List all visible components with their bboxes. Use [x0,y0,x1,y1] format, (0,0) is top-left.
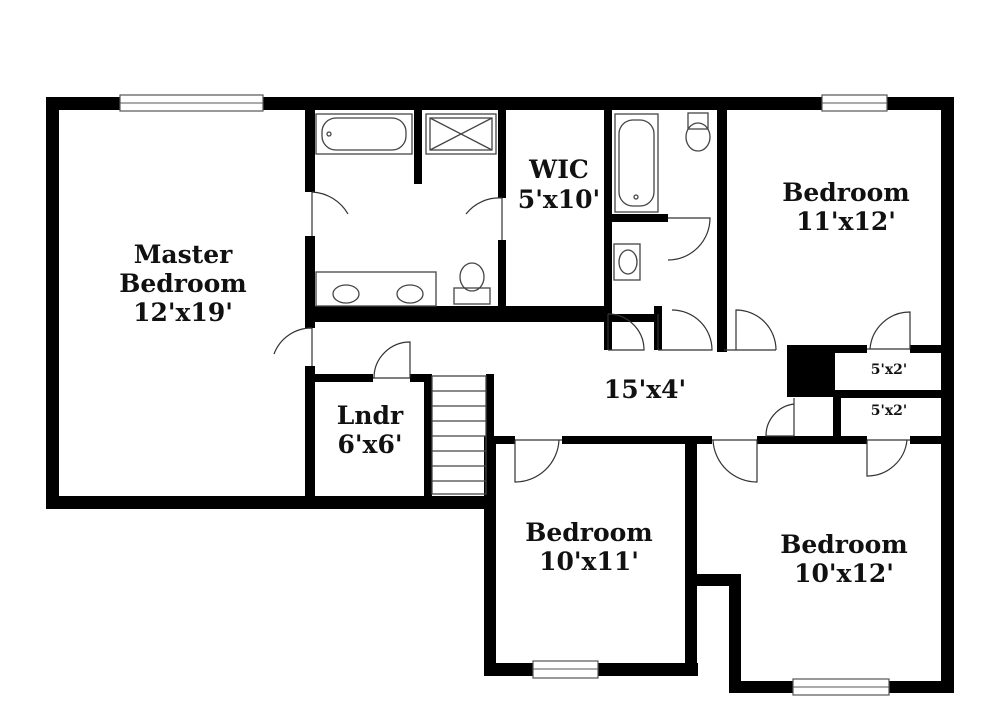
closet-top-wall-right [910,345,941,353]
master-size: 12'x19' [133,298,233,327]
windows [119,94,890,696]
exterior-walls [46,97,954,693]
bath-divider-low [498,240,506,312]
stairs-right-wall [486,374,494,442]
right-exterior-wall [941,97,954,693]
master-toilet [453,262,491,305]
door-master-hall [273,327,313,366]
master-right-wall-top [305,110,315,192]
notch-left-wall [685,436,697,676]
wic-right-wall [604,110,612,350]
door-bedroom-sc [514,439,562,483]
closet-block [787,345,835,397]
laundry-name: Lndr [337,401,404,430]
room-labels: Master Bedroom 12'x19' WIC 5'x10' Bedroo… [119,155,910,588]
bedroom-ne-left-wall [717,110,727,352]
master-shower [425,113,497,155]
door-closet-lower [866,439,910,477]
door-closet-upper [867,311,911,350]
master-name-line1: Master [134,240,233,269]
bedroom-ne-size: 11'x12' [796,207,896,236]
bath-bottom-wall [305,306,610,314]
bedroom-se-name: Bedroom [780,530,908,559]
window-master [119,94,264,112]
master-name-line2: Bedroom [119,269,247,298]
bath-stub-wall [414,110,422,184]
master-right-wall-low [305,366,315,502]
hall-toilet [685,112,711,152]
closet-lower-bottom-wall [910,436,941,444]
hall-size: 15'x4' [604,375,686,404]
hall-bath-divider [612,214,668,222]
notch-right-wall [729,574,741,693]
door-bedroom-se [712,439,758,483]
top-exterior-wall [46,97,954,110]
closet-top-wall [835,345,867,353]
wic-size: 5'x10' [518,185,600,214]
door-bath-wic [465,197,503,240]
interior-walls [305,110,941,502]
closet-lower-size: 5'x2' [871,403,907,419]
door-hall-bath-2 [657,309,713,351]
laundry-top-wall-right [410,374,430,382]
hall-top-wall [305,314,661,322]
hall-bathtub [614,113,659,213]
wic-name: WIC [528,155,589,184]
bedroom-sc-size: 10'x11' [539,547,639,576]
door-hall-bath [667,217,711,261]
hall-sink [613,243,641,281]
door-bedroom-ne [724,309,777,351]
staircase [431,375,487,495]
bath-divider-top [498,110,506,198]
closet-divider-wall [835,390,941,398]
master-right-wall-mid [305,236,315,328]
door-linen [765,398,795,437]
master-bottom-wall [46,496,490,509]
bedroom-ne-name: Bedroom [782,178,910,207]
hall-bottom-wall-3 [757,436,867,444]
doors [273,191,911,483]
bedroom-sc-left-wall [484,436,496,676]
door-laundry [373,341,411,379]
bedroom-se-size: 10'x12' [794,559,894,588]
hall-bottom-wall-1 [486,436,515,444]
laundry-size: 6'x6' [337,430,402,459]
master-bathtub [315,113,413,155]
closet-lower-left-wall [833,397,841,439]
laundry-right-wall [424,374,432,502]
door-wic [607,313,645,351]
window-bedroom-sc [532,660,599,679]
master-vanity [315,271,437,307]
notch-top-wall [685,574,741,586]
laundry-top-wall [315,374,373,382]
bedroom-sc-name: Bedroom [525,518,653,547]
door-master-bath [311,191,349,236]
left-exterior-wall [46,97,59,509]
window-bedroom-ne [821,94,888,112]
closet-upper-size: 5'x2' [871,362,907,378]
fixtures [315,112,711,307]
window-bedroom-se [792,678,890,696]
hall-bottom-wall-2 [562,436,712,444]
